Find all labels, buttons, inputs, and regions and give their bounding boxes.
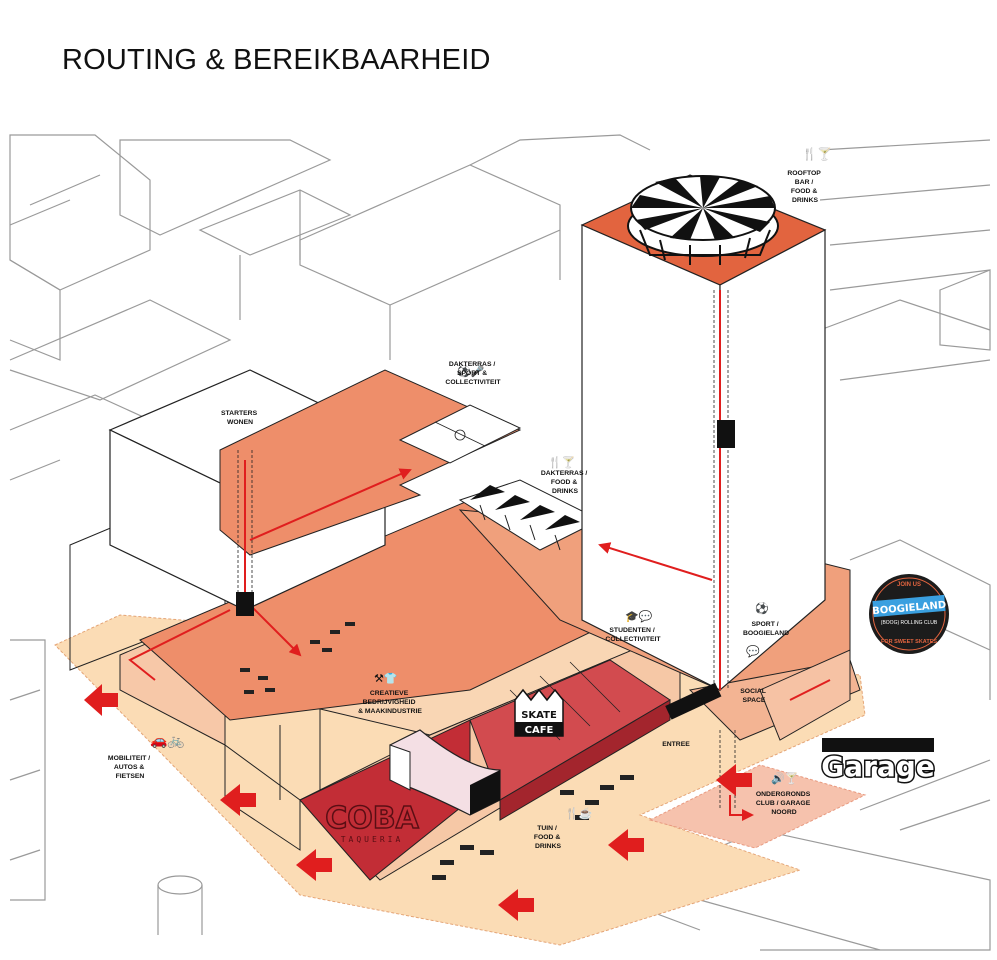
label-sport-boogieland: SPORT / BOOGIELAND xyxy=(743,621,789,637)
boogieland-bottom: FOR SWEET SKATES xyxy=(881,639,937,645)
label-entree: ENTREE xyxy=(662,741,690,748)
cutlery-cocktail-icon: 🍴🍸 xyxy=(548,455,575,469)
page-title: ROUTING & BEREIKBAARHEID xyxy=(62,44,491,76)
label-creatieve: CREATIEVE BEDRIJVIGHEID & MAAKINDUSTRIE xyxy=(358,690,422,715)
skate-ramp xyxy=(389,729,501,816)
elevator-tower xyxy=(717,420,735,448)
elevator-starters xyxy=(236,592,254,616)
routing-lines xyxy=(128,290,831,821)
speaker-cocktail-icon: 🔊🍸 xyxy=(771,771,798,785)
label-studenten: STUDENTEN / COLLECTIVITEIT xyxy=(605,627,661,643)
label-social-space: SOCIAL SPACE xyxy=(740,688,767,704)
speech-icon: 💬 xyxy=(746,645,760,658)
entree-pavilion xyxy=(665,682,722,720)
skate-cafe-logo: SKATE CAFE xyxy=(514,688,564,737)
coba-logo: COBA TAQUERIA xyxy=(324,800,420,844)
ball-icon: ⚽ xyxy=(754,602,769,615)
pictograms: 🍴🍸 ⚽🎤 🍴🍸 🎓💬 ⚽ 💬 ⚒👕 🍴☕ 🔊🍸 🚗🚲 xyxy=(150,146,832,820)
entry-arrow-south xyxy=(296,849,332,881)
rooftop-circus-tent xyxy=(627,175,779,265)
terrace-furniture xyxy=(240,622,634,880)
red-hall xyxy=(299,659,671,881)
label-dakterras-food: DAKTERRAS / FOOD & DRINKS xyxy=(541,470,589,495)
entry-arrow-southwest xyxy=(220,784,256,816)
skate-cafe-logo-line1: SKATE xyxy=(521,710,557,721)
coba-logo-name: COBA xyxy=(325,801,419,836)
entry-arrow-southeast xyxy=(498,889,534,921)
car-bike-icon: 🚗🚲 xyxy=(150,732,185,749)
label-dakterras-sport: DAKTERRAS / SPORT & COLLECTIVITEIT xyxy=(445,361,501,386)
skate-cafe-logo-line2: CAFE xyxy=(525,725,554,736)
cutlery-cocktail-icon: 🍴🍸 xyxy=(802,146,832,161)
label-ondergronds: ONDERGRONDS CLUB / GARAGE NOORD xyxy=(756,791,812,816)
boogieland-sub: (BOOG) ROLLING CLUB xyxy=(881,620,938,626)
entry-arrow-east xyxy=(608,829,644,861)
upper-roof-deck xyxy=(219,369,522,556)
tower xyxy=(580,174,827,692)
label-rooftop: ROOFTOP BAR / FOOD & DRINKS xyxy=(787,170,822,204)
food-coffee-icon: 🍴☕ xyxy=(565,806,593,820)
label-tuin: TUIN / FOOD & DRINKS xyxy=(534,825,562,850)
entry-arrows xyxy=(84,684,752,921)
cap-speech-icon: 🎓💬 xyxy=(625,610,653,623)
boogieland-top: JOIN US xyxy=(897,582,921,588)
garage-logo-text: Garage xyxy=(821,750,935,783)
entry-arrow-garage xyxy=(716,764,752,796)
coba-logo-sub: TAQUERIA xyxy=(341,835,404,844)
tools-icon: ⚒👕 xyxy=(374,672,398,685)
garage-logo: Garage xyxy=(820,738,936,785)
entry-arrow-west xyxy=(84,684,118,716)
label-starters: STARTERS WONEN xyxy=(221,410,259,426)
globe-mic-icon: ⚽🎤 xyxy=(456,364,485,378)
label-mobiliteit: MOBILITEIT / AUTOS & FIETSEN xyxy=(108,755,152,780)
boogieland-logo: JOIN US BOOGIELAND (BOOG) ROLLING CLUB F… xyxy=(869,574,949,654)
